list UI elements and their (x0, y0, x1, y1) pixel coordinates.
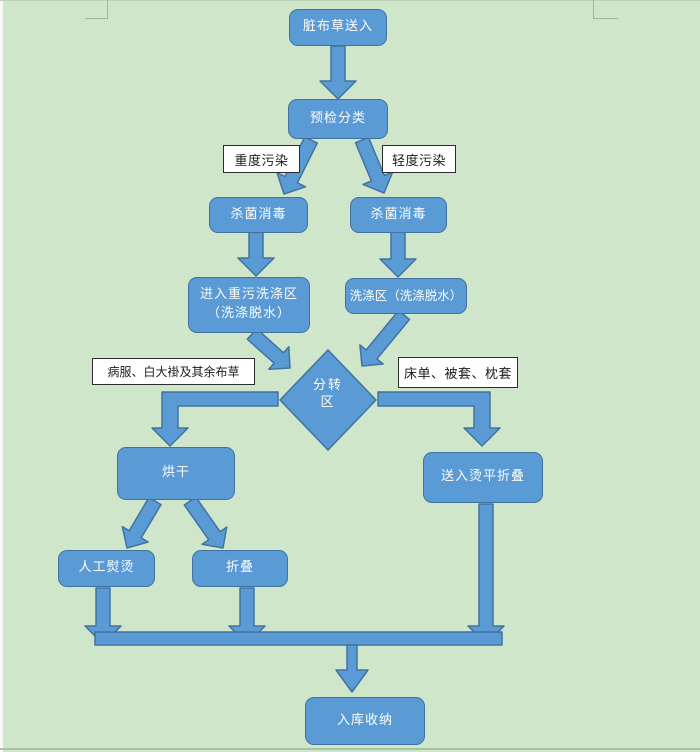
page-top-border (0, 0, 700, 1)
node-manual-iron: 人工熨烫 (58, 550, 155, 587)
arrow-dry-to-manual-iron (121, 496, 162, 549)
arrow-transfer-to-iron-fold (377, 391, 501, 447)
table-corner-mark-left-horizontal (85, 18, 108, 19)
arrow-precheck-to-sterilize-right (354, 136, 394, 194)
table-corner-mark-right-horizontal (593, 18, 618, 19)
node-iron-fold: 送入烫平折叠 (423, 452, 543, 503)
node-sterilize-left: 杀菌消毒 (209, 197, 308, 233)
branch-label-sheets: 床单、被套、枕套 (398, 357, 518, 388)
node-wash: 洗涤区（洗涤脱水） (345, 278, 467, 314)
node-fold: 折叠 (192, 550, 288, 587)
arrow-dry-to-fold (183, 496, 228, 549)
page-bottom-border (0, 748, 700, 750)
arrow-merge-to-storage (335, 644, 369, 693)
node-sterilize-right: 杀菌消毒 (350, 197, 447, 233)
arrow-sterilize-right-to-wash (379, 231, 417, 278)
arrow-iron-fold-to-merge (467, 503, 505, 645)
node-transfer-label: 分转区 (312, 378, 343, 410)
arrow-start-to-precheck (319, 45, 357, 100)
merge-bar (94, 631, 503, 646)
arrow-sterilize-left-to-heavy-wash (237, 231, 275, 277)
node-precheck: 预检分类 (288, 99, 388, 139)
page-left-edge (0, 0, 3, 752)
node-start: 脏布草送入 (289, 9, 387, 46)
branch-label-heavy: 重度污染 (223, 145, 300, 173)
node-dry: 烘干 (117, 447, 235, 500)
table-corner-mark-right-vertical (593, 0, 594, 19)
transfer-diamond (279, 349, 377, 451)
node-storage: 入库收纳 (305, 697, 425, 745)
arrow-wash-to-transfer (359, 309, 411, 367)
branch-label-clothes: 病服、白大褂及其余布草 (92, 358, 255, 385)
arrow-transfer-to-dry (151, 391, 279, 447)
branch-label-light: 轻度污染 (382, 145, 456, 173)
node-heavy-wash: 进入重污洗涤区（洗涤脱水） (188, 277, 310, 333)
table-corner-mark-left-vertical (107, 0, 108, 19)
